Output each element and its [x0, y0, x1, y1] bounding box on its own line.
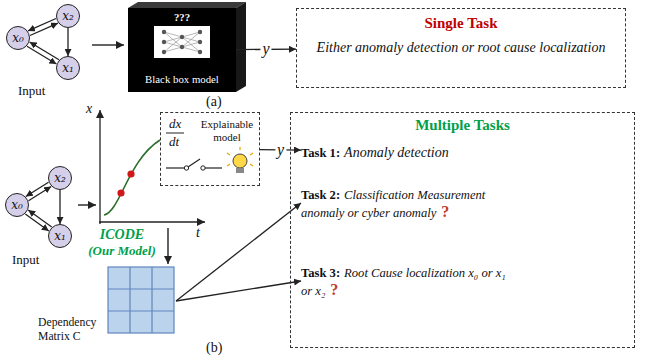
derivative-label: dt	[169, 134, 179, 150]
bulb	[233, 154, 247, 168]
neuron	[162, 50, 166, 54]
neuron	[198, 50, 202, 54]
node-text: Explainable model	[197, 118, 257, 144]
connector	[30, 23, 58, 35]
network-neurons	[162, 30, 202, 54]
question-mark: ?	[441, 203, 449, 220]
graph-node: x₀	[5, 193, 29, 217]
neuron	[180, 35, 184, 39]
node-text: Dependency Matrix C	[38, 316, 106, 344]
edge-label: y	[275, 142, 286, 158]
screen	[154, 26, 210, 58]
trajectory-curve	[104, 140, 160, 215]
matrix-cells	[108, 267, 174, 333]
neuron	[162, 30, 166, 34]
model-name: (Our Model)	[82, 243, 162, 259]
node-text: Task 1:	[301, 146, 340, 160]
bulb-base	[236, 168, 244, 173]
t-axis	[99, 221, 205, 222]
black-box-model: ??? Black box model	[128, 8, 236, 92]
neuron	[162, 40, 166, 44]
input-label: Input	[18, 83, 45, 99]
graph-node: x₁	[56, 56, 80, 80]
connector	[28, 210, 52, 227]
panel-label: (a)	[206, 94, 222, 110]
node-text: Anomaly detection	[344, 145, 449, 160]
matrix-arrow	[167, 228, 168, 264]
panel-label: (b)	[206, 340, 222, 356]
connector	[30, 42, 59, 60]
black-box	[128, 8, 236, 92]
node-text: Either anomaly detection or root cause l…	[309, 40, 613, 56]
node-text: x₂	[54, 171, 66, 185]
axis-label: x	[86, 101, 92, 117]
matrix-grid	[108, 267, 174, 333]
connector	[67, 28, 68, 56]
fraction-bar	[166, 133, 184, 134]
node-text: Task 3:	[301, 266, 340, 280]
input-arrow	[92, 44, 124, 45]
graph-node: x₂	[48, 166, 72, 190]
derivative-label: dx	[169, 116, 181, 132]
neuron	[198, 30, 202, 34]
edge-label: y	[260, 41, 271, 57]
bulb-rays	[227, 147, 253, 166]
connector	[176, 203, 301, 301]
input-label: Input	[12, 252, 39, 268]
switch-wire	[166, 167, 184, 168]
network-links	[164, 32, 200, 52]
task-box: Multiple TasksTask 1:Anomaly detectionTa…	[290, 112, 635, 348]
graph-node: x₁	[48, 224, 72, 248]
node-text: x₀	[12, 31, 24, 45]
connector	[26, 182, 49, 196]
question-mark: ?	[330, 281, 338, 298]
switch-wire	[205, 167, 222, 168]
sample-point	[127, 170, 134, 177]
node-text: Single Task	[309, 15, 613, 32]
node-text: x₁	[62, 61, 74, 75]
sample-point	[117, 189, 124, 196]
neuron	[198, 40, 202, 44]
node-text: Task 2:	[301, 188, 340, 202]
box-top-face	[128, 2, 246, 8]
axis-label: t	[196, 225, 200, 241]
dependency-matrix: Dependency Matrix C	[38, 258, 176, 344]
task-item: Task 3:Root Cause localization x₀ or x₁ …	[301, 263, 516, 299]
node-text: x₁	[54, 229, 66, 243]
task-item: Task 2:Classification Measurement anomal…	[301, 185, 531, 221]
node-text: Black box model	[128, 72, 236, 86]
box-side-face	[236, 2, 246, 92]
connector	[28, 19, 56, 31]
model-name: ICODE	[82, 227, 162, 243]
connector	[59, 190, 60, 224]
x-axis	[99, 110, 100, 224]
switch-lever	[188, 159, 200, 167]
connector	[29, 187, 52, 201]
task-item: Task 1: Anomaly detection	[301, 143, 621, 161]
switch-contact	[201, 166, 205, 170]
node-text: x₀	[11, 198, 23, 212]
node-text: x₂	[62, 9, 74, 23]
neuron	[180, 45, 184, 49]
connector	[176, 281, 301, 301]
input-arrow	[78, 204, 96, 205]
graph-node: x₀	[6, 26, 30, 50]
node-text: ???	[128, 10, 236, 24]
task-box: Single TaskEither anomaly detection or r…	[296, 8, 626, 88]
graph-node: x₂	[56, 4, 80, 28]
node-text: Multiple Tasks	[291, 117, 634, 134]
